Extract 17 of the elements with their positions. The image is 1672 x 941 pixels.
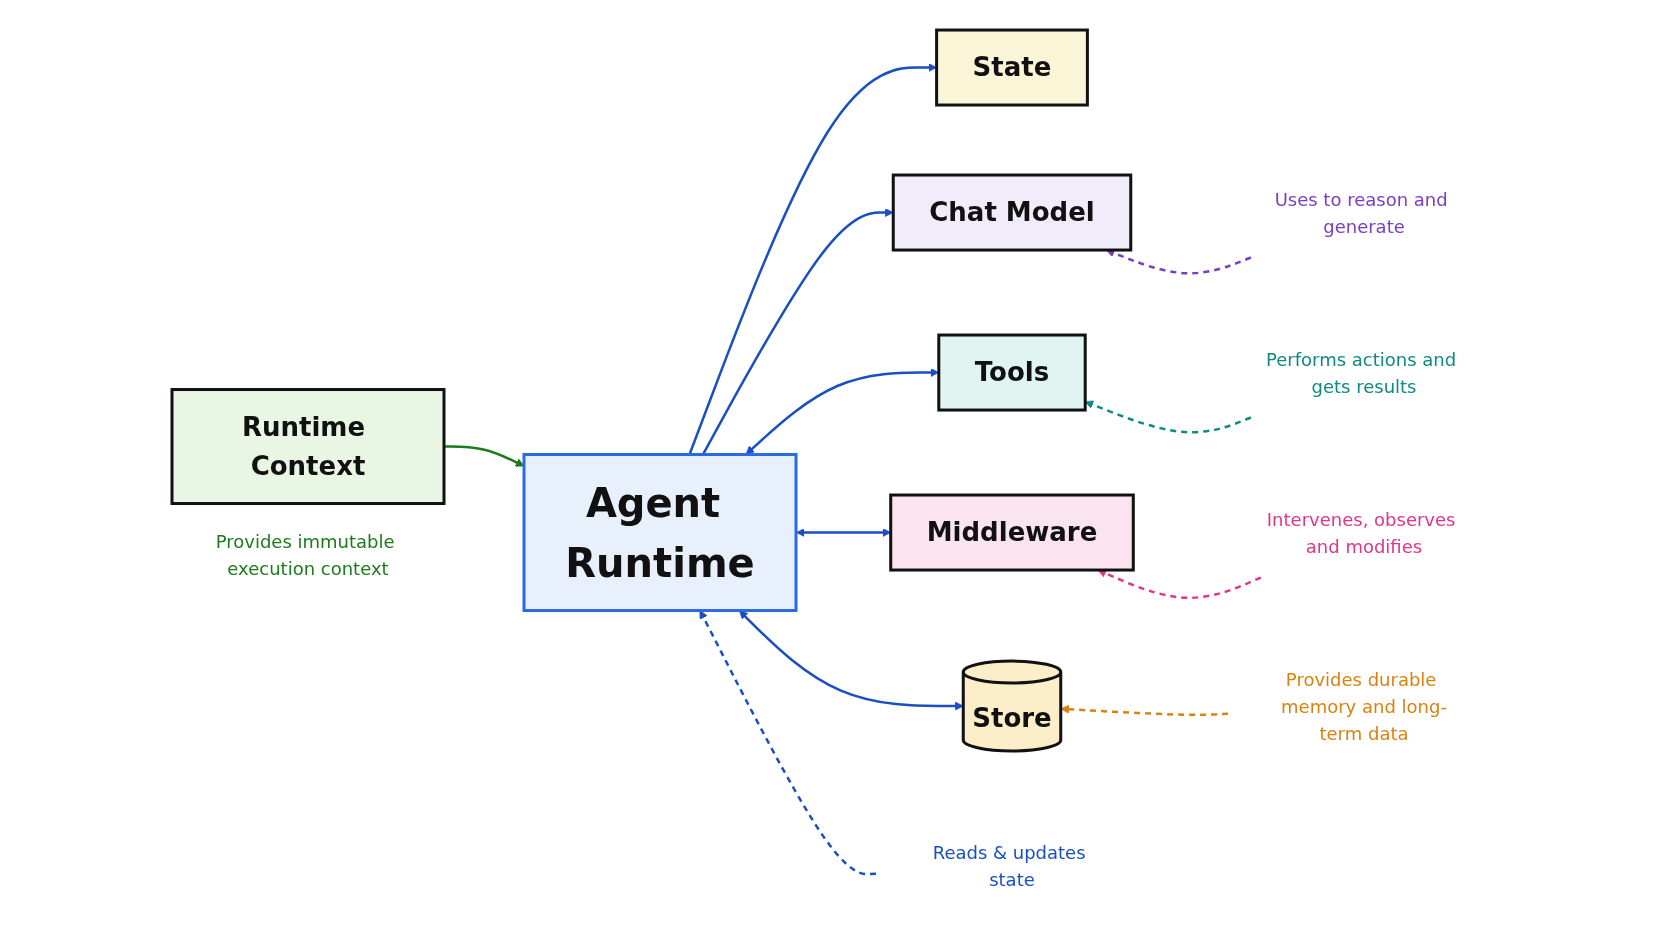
node-text: Intervenes, observes and modifies xyxy=(1266,508,1456,557)
node-box: Agent Runtime xyxy=(522,453,798,613)
arrow xyxy=(444,445,525,467)
node-box: Middleware xyxy=(889,493,1135,572)
arrow xyxy=(739,610,964,711)
node-text: Uses to reason and generate xyxy=(1274,188,1448,237)
node-label: Provides immutable execution context xyxy=(215,530,395,579)
node-box: Runtime Context xyxy=(170,388,446,506)
node-box: State xyxy=(935,28,1089,107)
node-text: Performs actions and gets results xyxy=(1266,348,1457,397)
arrow xyxy=(688,63,937,455)
node-text: Provides durable memory and long-term data xyxy=(1281,668,1447,744)
arrow xyxy=(1060,704,1229,717)
node-box: Tools xyxy=(937,333,1087,412)
node-box: Chat Model xyxy=(891,173,1133,252)
node-text: Reads & updates state xyxy=(932,841,1086,890)
arrow xyxy=(699,610,877,876)
